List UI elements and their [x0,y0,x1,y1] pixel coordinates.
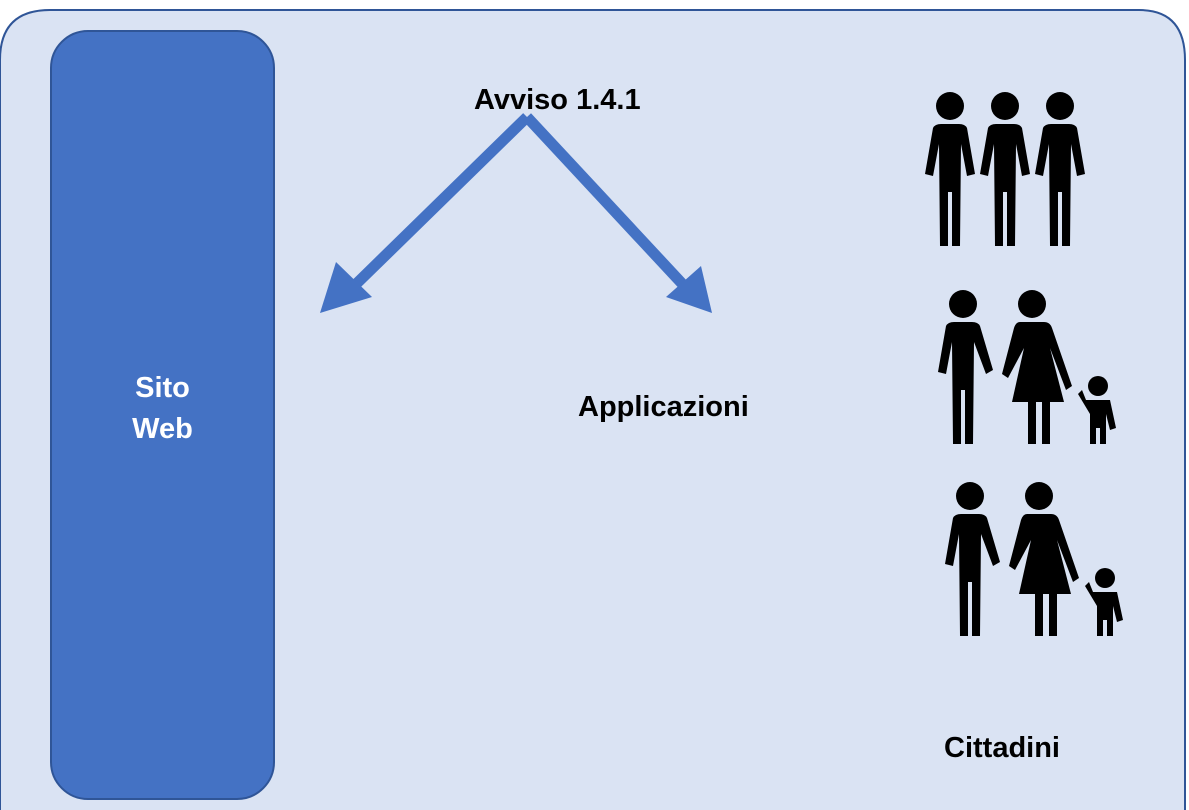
arrow-right [522,113,712,313]
three-people-icon [925,92,1085,246]
cittadini-label: Cittadini [944,732,1060,764]
diagram-title: Avviso 1.4.1 [474,84,641,116]
family-icon [938,290,1116,444]
family-icon [945,482,1123,636]
site-web-block [50,30,275,800]
site-web-label: Sito Web [132,372,193,445]
arrow-left [320,113,531,313]
applicazioni-label: Applicazioni [578,391,749,423]
